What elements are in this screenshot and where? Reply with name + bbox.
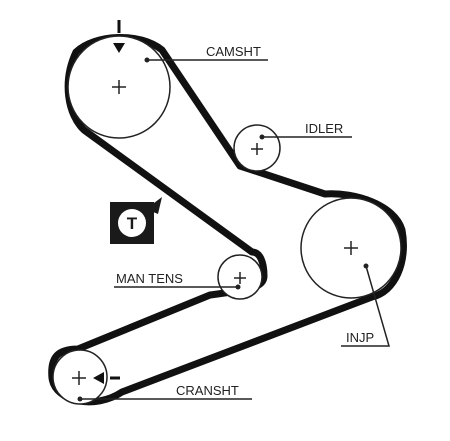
manual-tensioner-label: MAN TENS <box>116 271 183 286</box>
leader-lines <box>77 57 390 402</box>
plus-icon <box>234 272 246 284</box>
camshaft-label: CAMSHT <box>206 44 261 59</box>
idler-label: IDLER <box>305 121 343 136</box>
manual-tensioner-pulley <box>217 254 263 300</box>
tensioner-t-icon: T <box>110 197 162 244</box>
plus-icon <box>72 371 86 385</box>
crankshaft-pulley <box>52 349 108 405</box>
injection-pump-label: INJP <box>346 330 374 345</box>
crankshaft-label: CRANSHT <box>176 383 239 398</box>
camshaft-pulley <box>67 35 171 139</box>
injection-pump-pulley <box>300 197 402 299</box>
tensioner-badge-letter: T <box>127 214 138 233</box>
idler-pulley <box>233 124 281 172</box>
injection-pump-leader <box>341 265 390 347</box>
down-arrow-icon <box>113 20 125 53</box>
left-arrow-icon <box>93 372 120 384</box>
plus-icon <box>112 80 126 94</box>
plus-icon <box>344 241 358 255</box>
plus-icon <box>251 143 263 155</box>
